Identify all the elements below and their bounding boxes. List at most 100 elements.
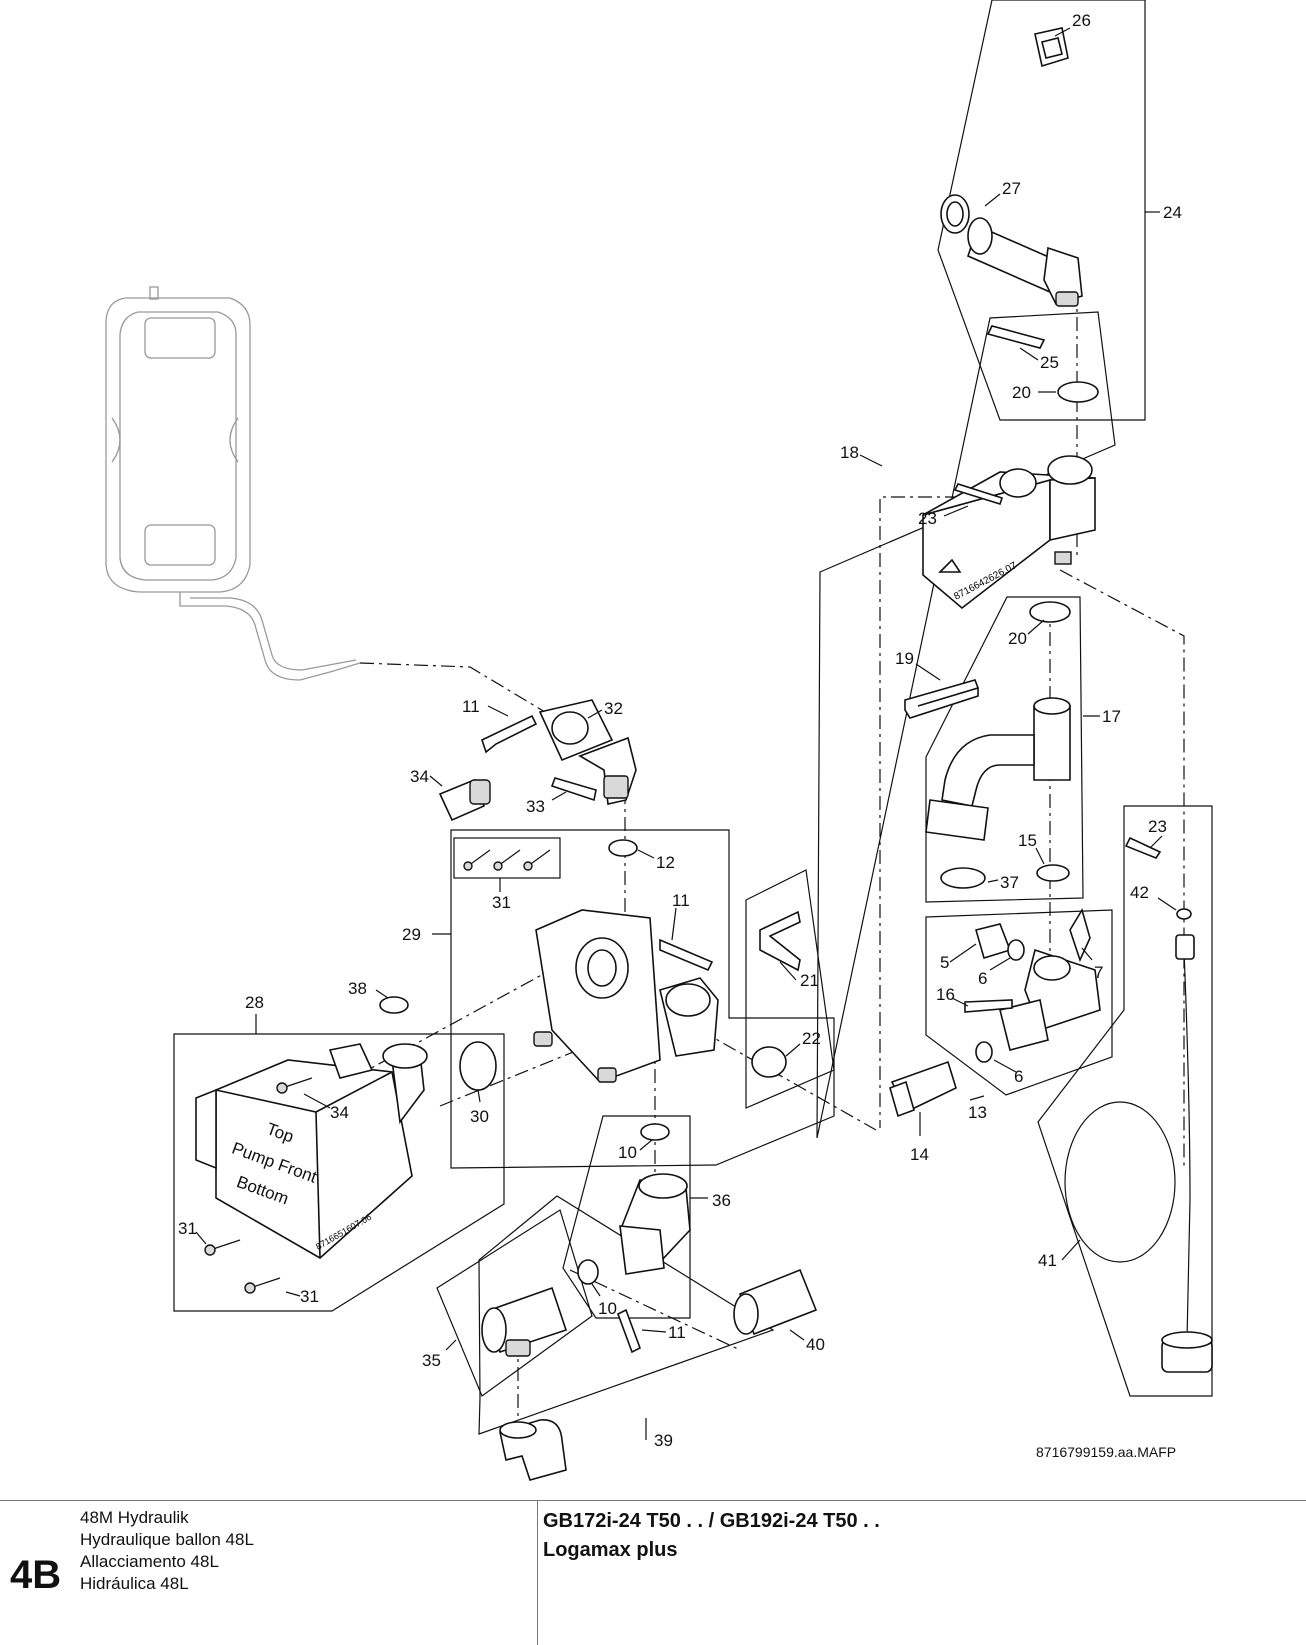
callout-11-lower: 11 [668, 1323, 686, 1342]
part-42-oring [1176, 908, 1192, 920]
part-39-elbow [499, 1419, 567, 1481]
group-outline-17 [925, 596, 1084, 903]
callout-6-lower: 6 [1014, 1067, 1023, 1086]
callout-25: 25 [1040, 353, 1059, 372]
callout-22: 22 [802, 1029, 821, 1048]
callout-5: 5 [940, 953, 949, 972]
axis-line-22 [699, 1029, 877, 1131]
callout-20-top: 20 [1012, 383, 1031, 402]
callout-40: 40 [806, 1335, 825, 1354]
axis-line-tank [359, 662, 556, 719]
document-reference: 8716799159.aa.MAFP [1036, 1444, 1177, 1460]
part-23-clip-lower [1124, 836, 1162, 859]
model-info: GB172i-24 T50 . . / GB192i-24 T50 . . Lo… [543, 1507, 880, 1565]
title-it: Allacciamento 48L [80, 1552, 219, 1571]
part-18-valve-block [922, 455, 1096, 610]
callout-6-upper: 6 [978, 969, 987, 988]
leader-lines [195, 27, 1177, 1440]
part-31-screw-b-head [244, 1282, 256, 1294]
callout-42: 42 [1130, 883, 1149, 902]
axis-line-18 [879, 496, 986, 1128]
title-de: 48M Hydraulik [80, 1508, 189, 1527]
callout-37: 37 [1000, 873, 1019, 892]
callout-31-top: 31 [492, 893, 511, 912]
callout-35: 35 [422, 1351, 441, 1370]
callout-31-left: 31 [178, 1219, 197, 1238]
part-11-clip-upper [481, 714, 538, 754]
part-31-screw-a-head [204, 1244, 216, 1256]
callout-29: 29 [402, 925, 421, 944]
part-34-screw-head [276, 1082, 288, 1094]
callout-30: 30 [470, 1107, 489, 1126]
axis-line-pump2 [439, 1024, 641, 1107]
callout-31-right: 31 [300, 1287, 319, 1306]
callout-15: 15 [1018, 831, 1037, 850]
callout-18: 18 [840, 443, 859, 462]
callout-27: 27 [1002, 179, 1021, 198]
part-19-clip [904, 679, 980, 719]
callout-41: 41 [1038, 1251, 1057, 1270]
group-outline-39 [478, 1195, 775, 1435]
part-38-ring [379, 996, 409, 1014]
section-number: 4B [10, 1553, 62, 1597]
callout-38: 38 [348, 979, 367, 998]
part-37-oring [940, 867, 986, 889]
title-fr: Hydraulique ballon 48L [80, 1530, 254, 1549]
part-20-oring-top [1057, 381, 1099, 403]
group-outline-31-screws [453, 837, 561, 879]
callout-10-lower: 10 [598, 1299, 617, 1318]
part-35-valve [481, 1286, 568, 1357]
group-outline-28 [173, 1033, 505, 1312]
part-6-oring-lower [975, 1041, 993, 1063]
callout-26: 26 [1072, 11, 1091, 30]
callout-33: 33 [526, 797, 545, 816]
footer-title-block: 4B 48M Hydraulik Hydraulique ballon 48L … [0, 1500, 1306, 1645]
callout-numbers: 26 27 24 25 20 18 23 20 19 17 11 32 34 3… [178, 11, 1182, 1450]
model-line-2: Logamax plus [543, 1539, 678, 1561]
callout-10-upper: 10 [618, 1143, 637, 1162]
part-15-oring [1036, 864, 1070, 882]
group-outline-21 [745, 869, 835, 1109]
callout-19: 19 [895, 649, 914, 668]
callout-21: 21 [800, 971, 819, 990]
callout-32: 32 [604, 699, 623, 718]
part-27-oring-inner [946, 201, 964, 227]
part-25-clip [986, 325, 1046, 349]
callout-28: 28 [245, 993, 264, 1012]
group-outline-41 [1037, 805, 1213, 1397]
part-10-oring-upper [640, 1123, 670, 1141]
callout-23-lower: 23 [1148, 817, 1167, 836]
part-20-oring-middle [1029, 601, 1071, 623]
callout-39: 39 [654, 1431, 673, 1450]
part-31-screws-set [463, 849, 551, 871]
part-17-tee-pipe [925, 697, 1071, 841]
part-29-pump-housing [533, 909, 719, 1083]
callout-12: 12 [656, 853, 675, 872]
callout-34-upper: 34 [410, 767, 429, 786]
part-24-pipe-elbow [967, 217, 1083, 307]
part-10-oring-lower [577, 1259, 599, 1285]
part-23-clip-upper [953, 483, 1004, 505]
part-32-fitting [538, 699, 637, 805]
part-16-clip [964, 999, 1013, 1013]
part-22-oring [751, 1046, 787, 1078]
group-outline-35 [436, 1209, 593, 1397]
footer-divider [537, 1501, 538, 1645]
part-13-valve-housing [999, 948, 1101, 1051]
axis-line-right [1059, 569, 1185, 1170]
part-7-clip [1069, 908, 1091, 963]
callout-7: 7 [1094, 963, 1103, 982]
part-36-fitting [619, 1173, 691, 1275]
callout-11-upper: 11 [462, 697, 480, 716]
title-es: Hidráulica 48L [80, 1574, 189, 1593]
part-12-oring [608, 839, 638, 857]
exploded-parts-diagram: Top Pump Front Bottom 8716651607.06 8716… [105, 0, 1213, 1481]
part-21-clip [759, 910, 801, 972]
part-40-nipple [733, 1268, 818, 1336]
callout-34-lower: 34 [330, 1103, 349, 1122]
axis-line-40 [569, 1269, 741, 1351]
part-14-sensor [889, 1060, 957, 1118]
callout-23-upper: 23 [918, 509, 937, 528]
expansion-tank-48l [105, 286, 361, 681]
part-11-clip-middle [659, 938, 714, 972]
